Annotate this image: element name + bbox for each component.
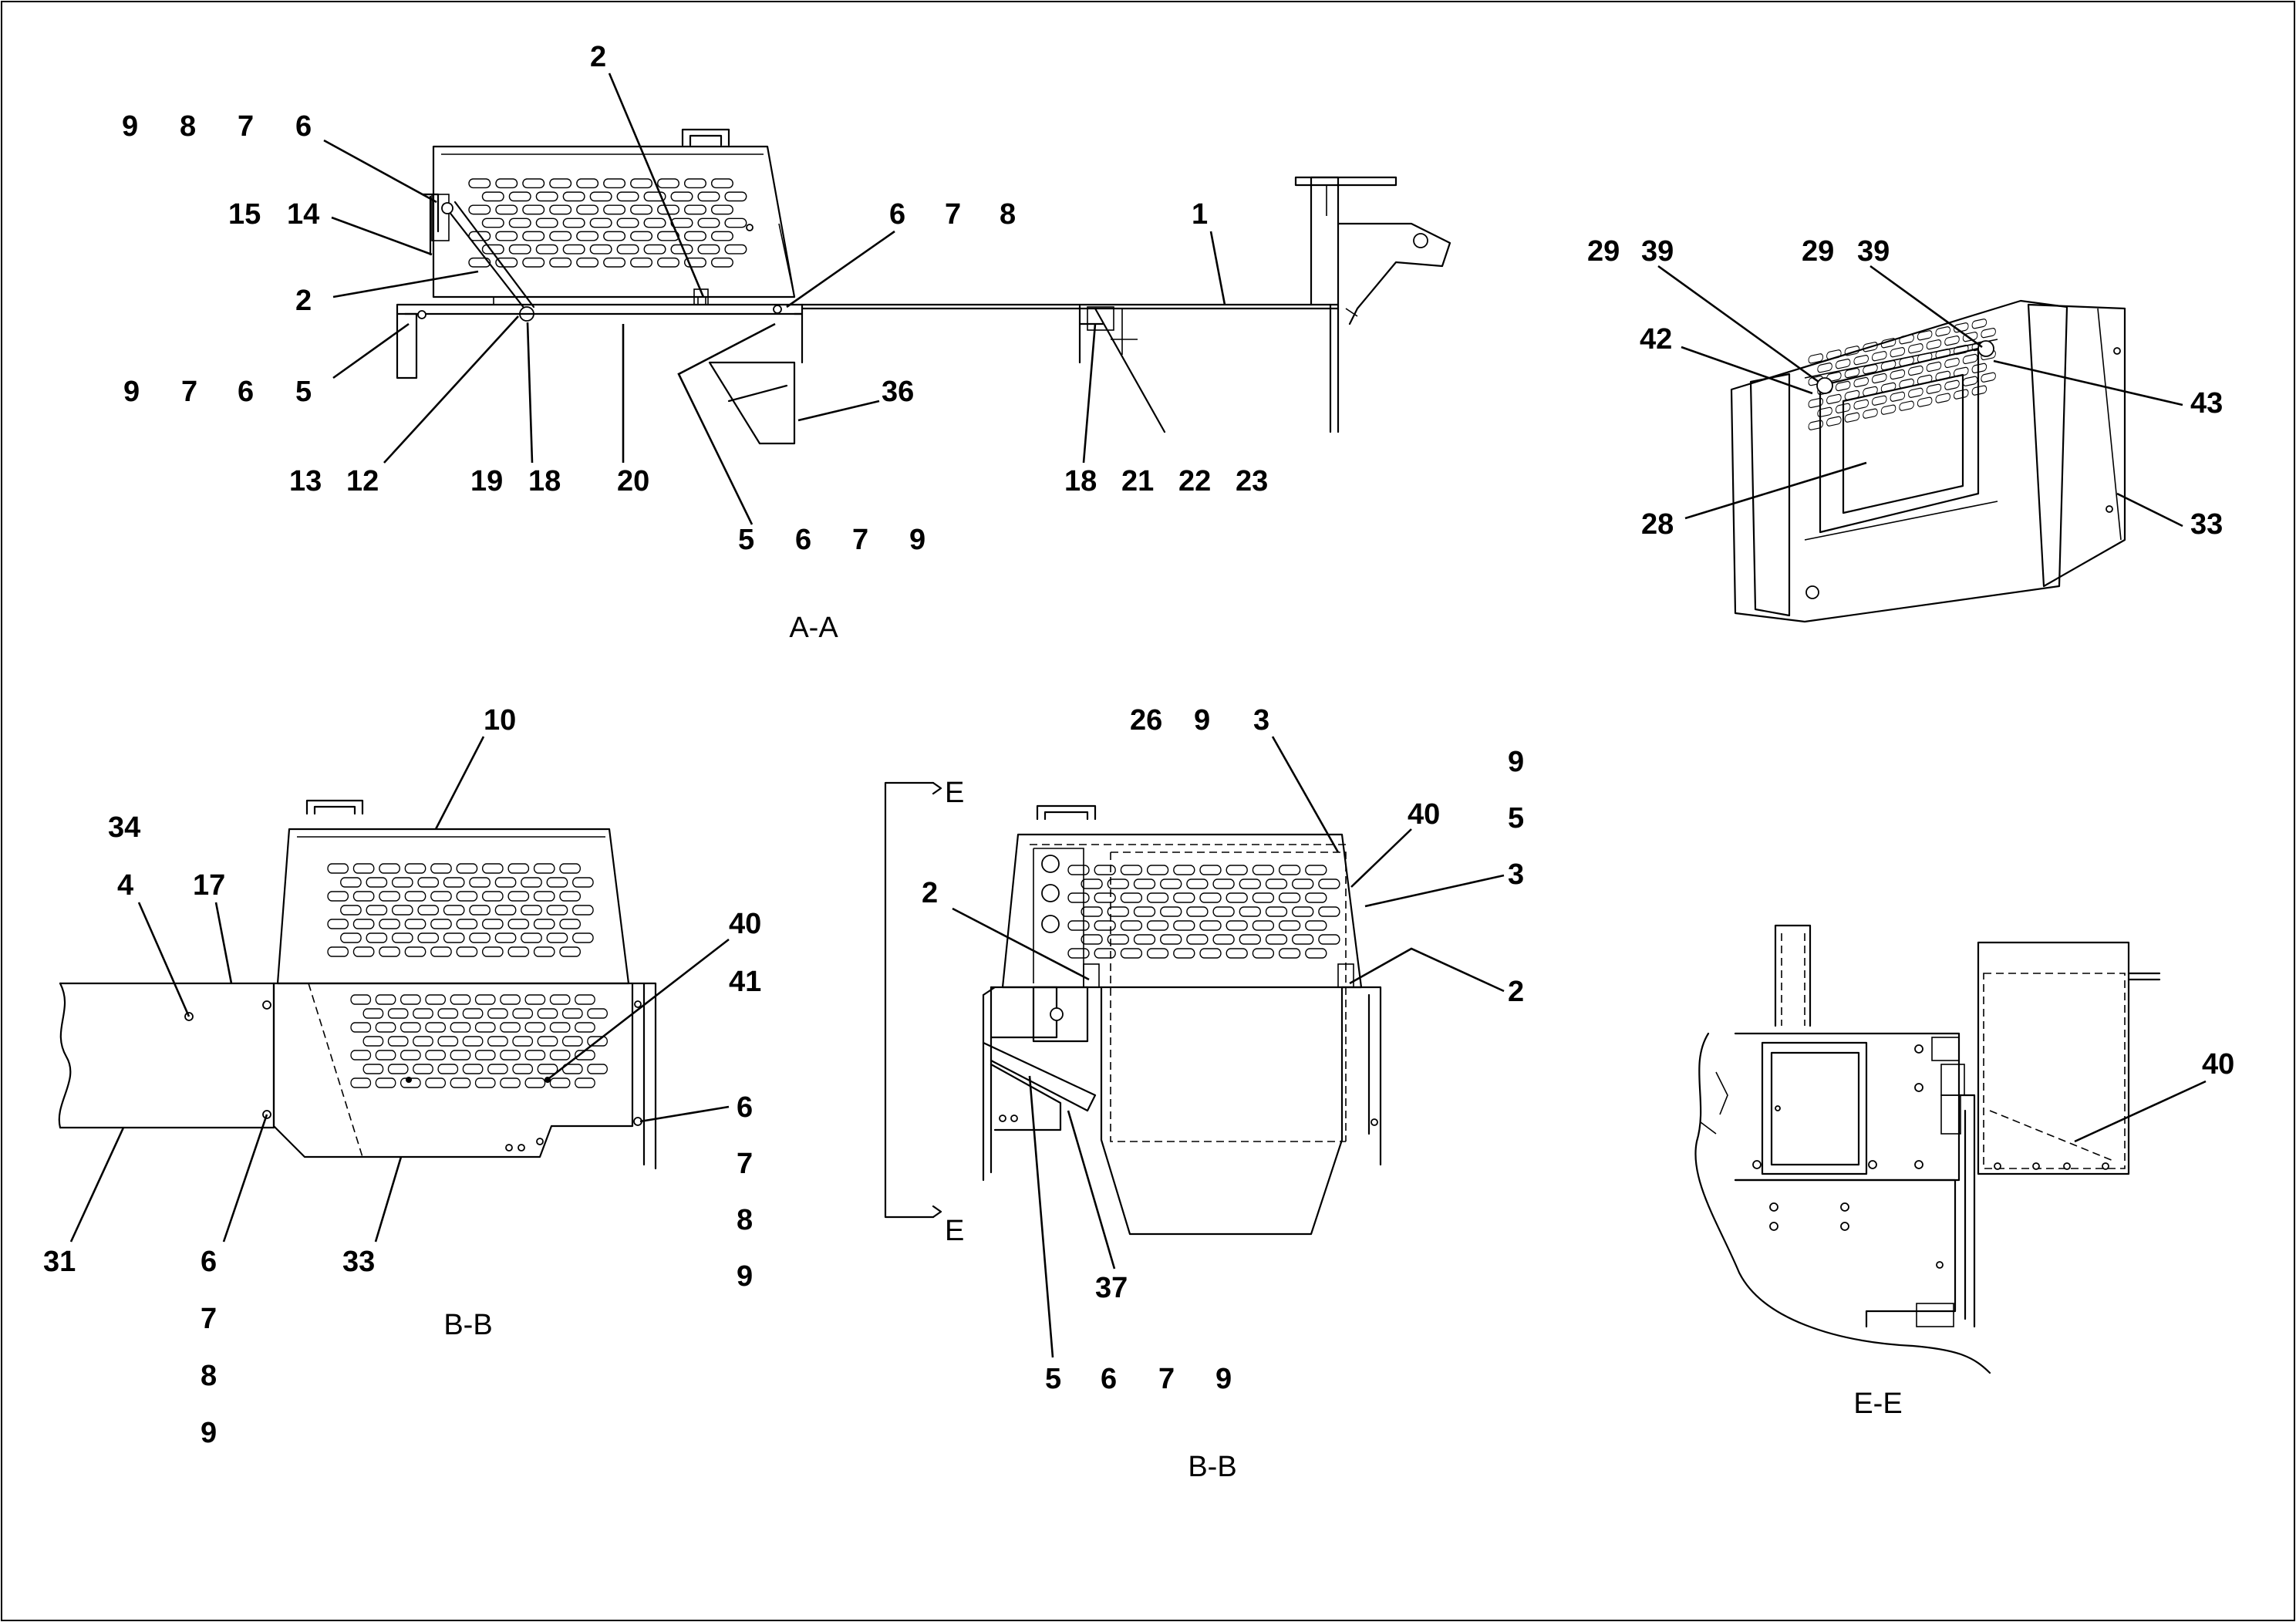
callout-bbl-7b: 7 <box>201 1303 217 1335</box>
callout-bbl-33: 33 <box>342 1246 375 1278</box>
callout-aa-21: 21 <box>1121 465 1154 497</box>
callout-aa-15: 15 <box>228 198 261 231</box>
view-title-aa: A-A <box>789 612 838 644</box>
callout-bbc-5: 5 <box>1508 802 1524 835</box>
callout-bbl-41: 41 <box>729 966 761 998</box>
callout-bbc-9b: 9 <box>1508 746 1524 778</box>
view-bb-center-callouts: E E 26 9 3 9 5 3 40 2 2 37 5 6 7 9 B-B <box>922 704 1524 1483</box>
callout-bbc-9c: 9 <box>1215 1363 1232 1395</box>
callout-aa-7d: 7 <box>852 524 868 556</box>
callout-detail-42: 42 <box>1640 323 1672 356</box>
callout-aa-9b: 9 <box>123 376 140 408</box>
callout-aa-13: 13 <box>289 465 322 497</box>
callout-bbl-9b: 9 <box>201 1417 217 1449</box>
view-ee-callouts: 40 E-E <box>1853 1048 2234 1420</box>
callout-aa-8c: 8 <box>1000 198 1016 231</box>
callout-aa-6: 6 <box>295 110 312 143</box>
view-bb-left-leaders <box>69 736 730 1243</box>
view-bb-center-leaders <box>952 736 1505 1358</box>
callout-aa-7c: 7 <box>945 198 961 231</box>
callout-bbc-37: 37 <box>1095 1272 1128 1304</box>
callout-aa-5b: 5 <box>738 524 754 556</box>
callout-bbl-8b: 8 <box>201 1360 217 1392</box>
callout-bbl-4: 4 <box>117 869 133 902</box>
callout-aa-7b: 7 <box>181 376 197 408</box>
callout-aa-36: 36 <box>882 376 914 408</box>
section-marker-e-top: E <box>945 777 964 809</box>
callout-bbl-34: 34 <box>108 811 140 844</box>
callout-aa-23: 23 <box>1236 465 1268 497</box>
callout-bbl-6b: 6 <box>201 1246 217 1278</box>
callout-aa-20: 20 <box>617 465 649 497</box>
callout-ee-40: 40 <box>2202 1048 2234 1081</box>
callout-aa-1: 1 <box>1192 198 1208 231</box>
view-bb-left-callouts: 10 34 4 17 40 41 6 7 8 9 31 33 6 7 8 9 B… <box>43 704 761 1449</box>
callout-aa-12: 12 <box>346 465 379 497</box>
callout-bbc-3b: 3 <box>1508 858 1524 891</box>
detail-view-leaders <box>1657 265 2183 528</box>
callout-aa-2-top: 2 <box>590 41 606 73</box>
callout-aa-22: 22 <box>1178 465 1211 497</box>
view-bb-left-drawing <box>58 799 657 1170</box>
callout-detail-28: 28 <box>1641 508 1674 541</box>
callout-detail-39b: 39 <box>1857 235 1890 268</box>
callout-bbc-3: 3 <box>1253 704 1269 737</box>
callout-detail-33: 33 <box>2190 508 2223 541</box>
callout-aa-2-left: 2 <box>295 285 312 317</box>
section-marker-e-bottom: E <box>945 1215 964 1247</box>
view-bb-center-drawing <box>884 781 1382 1236</box>
detail-view-drawing <box>1730 299 2126 623</box>
callout-aa-18b: 18 <box>1064 465 1097 497</box>
callout-aa-19: 19 <box>470 465 503 497</box>
callout-bbl-10: 10 <box>484 704 516 737</box>
view-aa-drawing <box>396 128 1451 445</box>
callout-detail-39a: 39 <box>1641 235 1674 268</box>
callout-aa-9: 9 <box>122 110 138 143</box>
view-aa-callouts: 9 8 7 6 15 14 2 9 7 6 5 13 12 19 18 20 2… <box>122 41 1268 644</box>
callout-bbc-6: 6 <box>1101 1363 1117 1395</box>
callout-aa-5: 5 <box>295 376 312 408</box>
view-aa-leaders <box>323 73 1226 525</box>
detail-view-callouts: 29 39 29 39 42 43 28 33 <box>1587 235 2223 541</box>
callout-aa-6d: 6 <box>795 524 811 556</box>
callout-detail-29b: 29 <box>1802 235 1834 268</box>
callout-bbl-6: 6 <box>737 1091 753 1124</box>
callout-bbl-17: 17 <box>193 869 225 902</box>
callout-bbl-9: 9 <box>737 1260 753 1293</box>
callout-bbc-9: 9 <box>1194 704 1210 737</box>
view-ee-leaders <box>2074 1080 2207 1143</box>
callout-bbl-8: 8 <box>737 1204 753 1236</box>
view-ee-drawing <box>1694 924 2161 1374</box>
callout-bbc-5b: 5 <box>1045 1363 1061 1395</box>
view-title-ee: E-E <box>1853 1388 1902 1420</box>
callout-aa-6b: 6 <box>238 376 254 408</box>
callout-bbl-31: 31 <box>43 1246 76 1278</box>
callout-aa-7: 7 <box>238 110 254 143</box>
callout-bbc-2-right: 2 <box>1508 976 1524 1008</box>
callout-aa-14: 14 <box>287 198 319 231</box>
callout-aa-9d: 9 <box>909 524 925 556</box>
callout-bbl-40: 40 <box>729 908 761 940</box>
callout-aa-6c: 6 <box>889 198 905 231</box>
callout-aa-18: 18 <box>528 465 561 497</box>
callout-bbc-26: 26 <box>1130 704 1162 737</box>
callout-bbc-40: 40 <box>1408 798 1440 831</box>
view-title-bb-left: B-B <box>443 1309 492 1341</box>
callout-detail-43: 43 <box>2190 387 2223 420</box>
callout-bbc-2-left: 2 <box>922 877 938 909</box>
callout-bbl-7: 7 <box>737 1148 753 1180</box>
callout-aa-8: 8 <box>180 110 196 143</box>
callout-bbc-7: 7 <box>1158 1363 1175 1395</box>
view-title-bb-center: B-B <box>1188 1451 1236 1483</box>
callout-detail-29a: 29 <box>1587 235 1620 268</box>
